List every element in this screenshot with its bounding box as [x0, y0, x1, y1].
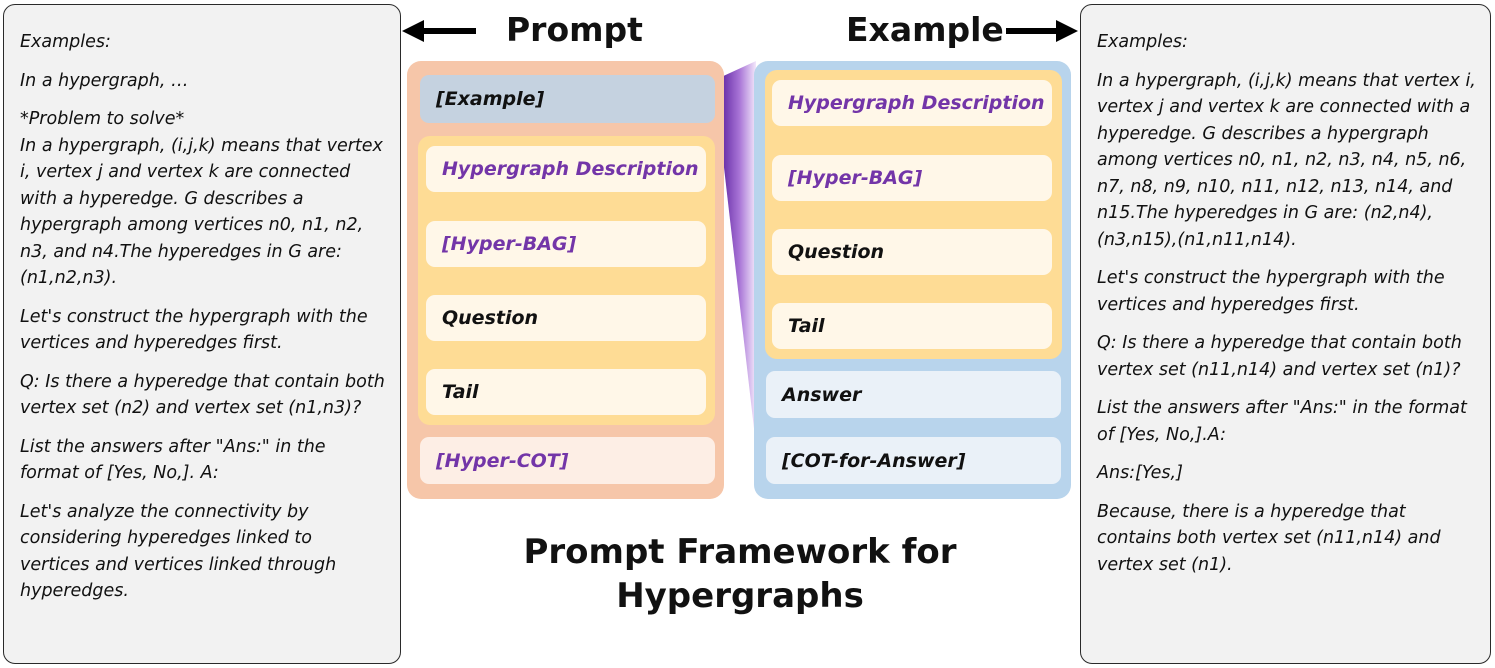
example-hyper-bag: [Hyper-BAG]: [772, 155, 1052, 201]
example-text-paragraph: In a hypergraph, (i,j,k) means that vert…: [1097, 70, 1476, 250]
figure-title-line-2: Hypergraphs: [616, 576, 864, 616]
example-text-paragraph: Let's construct the hypergraph with the …: [1097, 268, 1445, 315]
prompt-hypergraph-description: Hypergraph Description: [426, 146, 706, 192]
prompt-text-paragraph: Let's analyze the connectivity by consid…: [20, 501, 337, 602]
right-arrow-icon: [1006, 20, 1078, 42]
prompt-text-paragraph: In a hypergraph, …: [20, 70, 189, 91]
prompt-text-box: Examples: In a hypergraph, … *Problem to…: [3, 4, 401, 664]
prompt-hyper-bag: [Hyper-BAG]: [426, 221, 706, 267]
example-text-paragraph: Because, there is a hyperedge that conta…: [1097, 501, 1441, 575]
prompt-tail: Tail: [426, 369, 706, 415]
example-answer: Answer: [766, 371, 1061, 418]
example-text-paragraph: Ans:[Yes,]: [1097, 463, 1183, 483]
example-text-paragraph: List the answers after "Ans:" in the for…: [1097, 398, 1467, 445]
example-question: Question: [772, 229, 1052, 275]
example-cot-for-answer: [COT-for-Answer]: [766, 437, 1061, 484]
prompt-text-paragraph: *Problem to solve* In a hypergraph, (i,j…: [20, 109, 383, 288]
example-text-paragraph: Examples:: [1097, 32, 1188, 52]
prompt-example-slot: [Example]: [420, 75, 715, 123]
example-text-paragraph: Q: Is there a hyperedge that contain bot…: [1097, 333, 1462, 380]
figure-title: Prompt Framework for Hypergraphs: [460, 530, 1020, 618]
prompt-text-paragraph: Q: Is there a hyperedge that contain bot…: [20, 371, 385, 419]
example-text-box: Examples: In a hypergraph, (i,j,k) means…: [1080, 4, 1491, 664]
example-tail: Tail: [772, 303, 1052, 349]
prompt-question: Question: [426, 295, 706, 341]
zoom-wedge: [719, 61, 756, 446]
example-hypergraph-description: Hypergraph Description: [772, 80, 1052, 126]
prompt-text-paragraph: List the answers after "Ans:" in the for…: [20, 436, 326, 484]
example-header: Example: [846, 10, 1004, 49]
figure-title-line-1: Prompt Framework for: [523, 532, 957, 572]
prompt-header: Prompt: [506, 10, 643, 49]
prompt-text-paragraph: Let's construct the hypergraph with the …: [20, 306, 368, 354]
prompt-text-paragraph: Examples:: [20, 32, 111, 52]
left-arrow-icon: [402, 20, 476, 42]
prompt-hyper-cot: [Hyper-COT]: [420, 437, 715, 484]
